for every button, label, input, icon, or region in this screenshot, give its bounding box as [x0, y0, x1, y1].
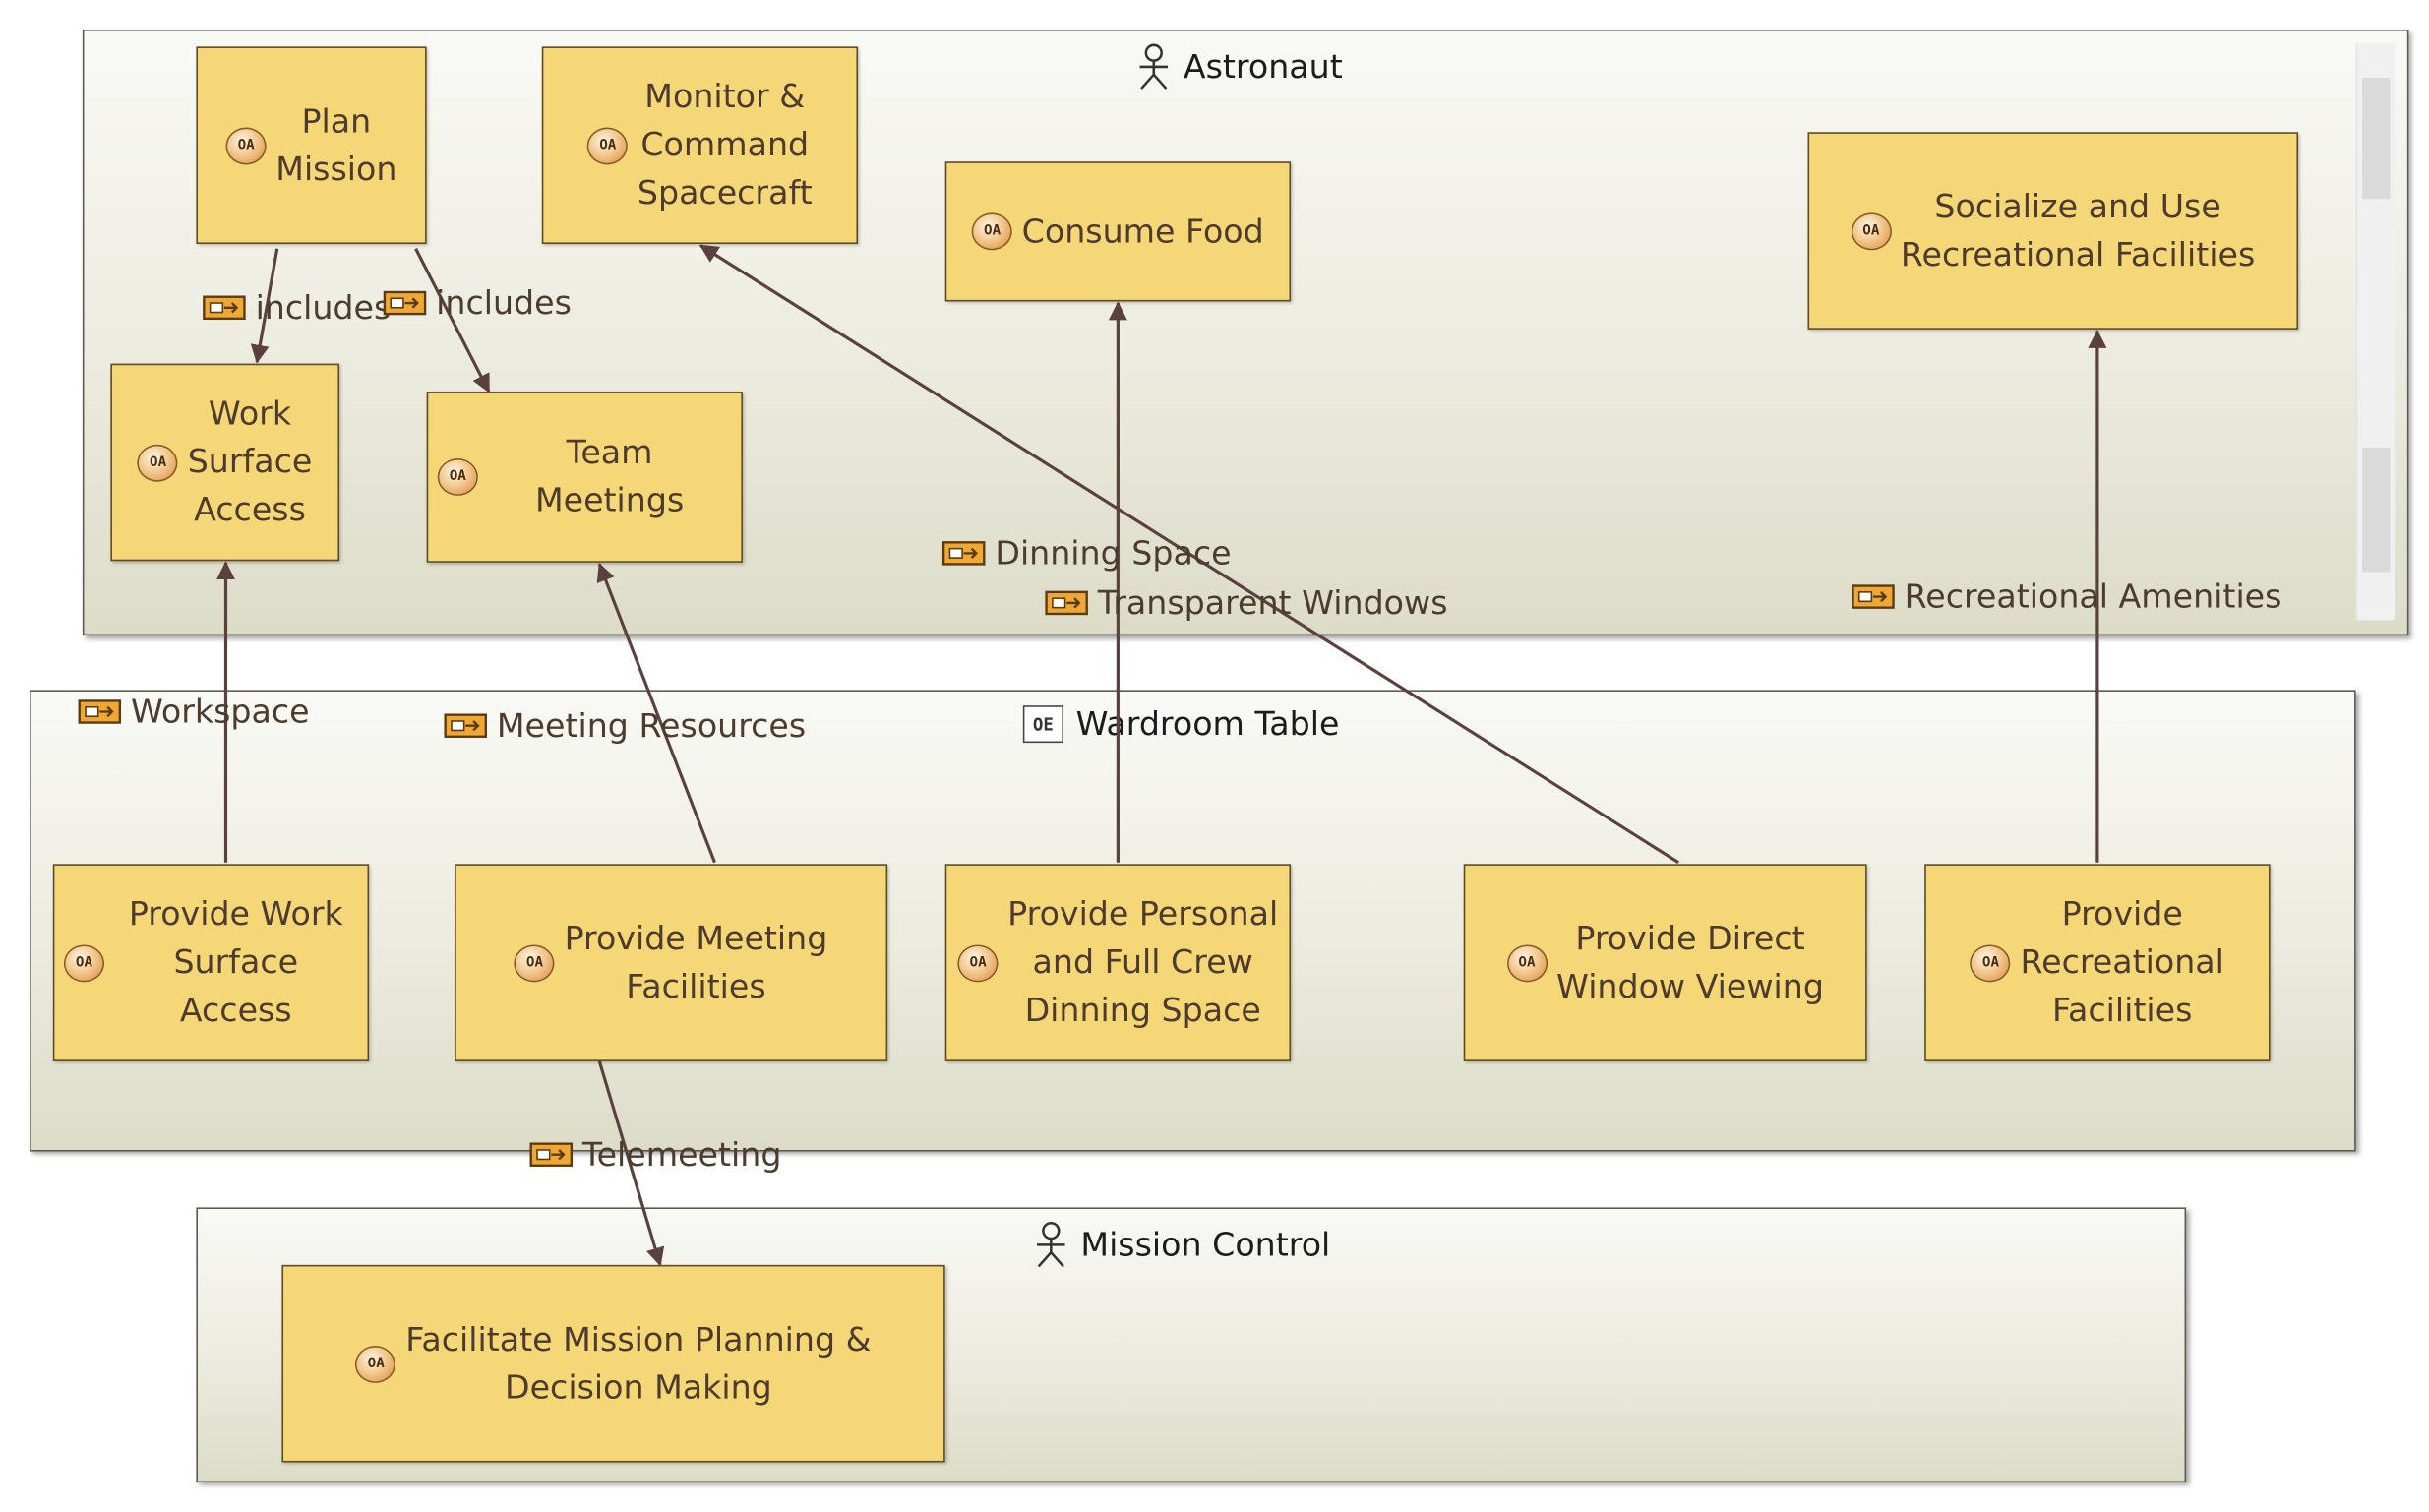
actor-icon	[1037, 1221, 1065, 1268]
exchange-label-text: Telemeeting	[581, 1135, 782, 1174]
function-provide-meeting-facilities[interactable]: OA Provide Meeting Facilities	[455, 864, 888, 1061]
exchange-icon	[78, 699, 122, 724]
function-team-meetings[interactable]: OA Team Meetings	[426, 392, 743, 563]
lane-title-wardroom-label: Wardroom Table	[1075, 705, 1340, 744]
lane-title-wardroom-table: OE Wardroom Table	[1022, 705, 1340, 744]
operational-activity-icon: OA	[972, 212, 1013, 251]
operational-activity-icon: OA	[587, 126, 629, 164]
function-provide-recreational-facilities[interactable]: OA Provide Recreational Facilities	[1924, 864, 2271, 1061]
function-label: Provide Meeting Facilities	[564, 919, 828, 1005]
exchange-label-telemeeting[interactable]: Telemeeting	[529, 1136, 781, 1174]
lane-title-astronaut-label: Astronaut	[1183, 47, 1343, 86]
operational-activity-icon: OA	[1851, 212, 1892, 250]
exchange-label-includes-2[interactable]: includes	[383, 284, 572, 322]
link-includes-team-meetings[interactable]	[414, 248, 491, 393]
operational-activity-icon: OA	[355, 1345, 396, 1383]
exchange-label-text: includes	[255, 288, 392, 327]
exchange-icon	[1045, 590, 1088, 616]
exchange-label-text: Recreational Amenities	[1904, 577, 2282, 616]
link-includes-work-surface[interactable]	[250, 248, 279, 364]
vertical-scrollbar[interactable]	[2355, 43, 2396, 621]
lane-title-mission-control: Mission Control	[1034, 1221, 1331, 1268]
actor-icon	[1139, 43, 1169, 90]
function-provide-work-surface-access[interactable]: OA Provide Work Surface Access	[52, 864, 370, 1061]
link-transparent-windows[interactable]	[698, 244, 1679, 865]
exchange-icon	[444, 713, 487, 738]
exchange-icon	[203, 295, 246, 321]
exchange-label-text: Meeting Resources	[496, 706, 807, 745]
exchange-label-text: Workspace	[130, 693, 310, 731]
function-consume-food[interactable]: OA Consume Food	[944, 161, 1292, 302]
function-label: Facilitate Mission Planning & Decision M…	[405, 1319, 872, 1406]
operational-activity-icon: OA	[437, 458, 478, 496]
operational-activity-icon: OA	[1506, 943, 1548, 982]
exchange-label-meeting-resources[interactable]: Meeting Resources	[444, 707, 806, 745]
exchange-icon	[941, 541, 986, 566]
function-label: Provide Personal and Full Crew Dinning S…	[1007, 894, 1279, 1029]
function-label: Consume Food	[1021, 212, 1264, 250]
operational-activity-icon: OA	[138, 444, 179, 481]
exchange-icon	[1852, 584, 1895, 609]
exchange-label-text: includes	[436, 284, 572, 322]
function-socialize-recreational[interactable]: OA Socialize and Use Recreational Facili…	[1807, 132, 2299, 330]
function-label: Work Surface Access	[187, 394, 313, 529]
function-label: Socialize and Use Recreational Facilitie…	[1900, 187, 2256, 273]
lane-title-mission-control-label: Mission Control	[1080, 1226, 1331, 1264]
exchange-label-recreational-amenities[interactable]: Recreational Amenities	[1852, 577, 2282, 616]
function-label: Plan Mission	[275, 101, 397, 188]
link-meeting-resources[interactable]	[596, 562, 716, 864]
function-label: Monitor & Command Spacecraft	[637, 77, 813, 212]
exchange-icon	[383, 290, 427, 316]
function-facilitate-mission-planning[interactable]: OA Facilitate Mission Planning & Decisio…	[281, 1264, 945, 1463]
function-work-surface-access[interactable]: OA Work Surface Access	[110, 363, 340, 562]
exchange-label-dinning-space[interactable]: Dinning Space	[941, 534, 1232, 573]
exchange-label-includes-1[interactable]: includes	[203, 288, 392, 327]
function-plan-mission[interactable]: OA Plan Mission	[196, 46, 427, 245]
function-provide-window-viewing[interactable]: OA Provide Direct Window Viewing	[1463, 864, 1867, 1061]
function-provide-dinning-space[interactable]: OA Provide Personal and Full Crew Dinnin…	[944, 864, 1292, 1061]
exchange-label-workspace[interactable]: Workspace	[78, 693, 310, 731]
exchange-label-text: Dinning Space	[995, 534, 1232, 573]
lane-title-astronaut: Astronaut	[1136, 43, 1343, 90]
operational-activity-icon: OA	[63, 943, 105, 982]
operational-activity-icon: OA	[514, 943, 556, 982]
operational-activity-icon: OA	[225, 126, 267, 164]
function-label: Provide Work Surface Access	[128, 894, 343, 1029]
link-telemeeting[interactable]	[597, 1060, 665, 1267]
function-label: Team Meetings	[534, 433, 685, 519]
function-label: Provide Direct Window Viewing	[1556, 919, 1824, 1005]
exchange-label-text: Transparent Windows	[1097, 583, 1448, 622]
function-label: Provide Recreational Facilities	[2020, 894, 2224, 1029]
operational-activity-icon: OA	[1970, 943, 2012, 982]
component-icon: OE	[1022, 705, 1063, 744]
operational-activity-icon: OA	[957, 943, 999, 982]
exchange-label-transparent-windows[interactable]: Transparent Windows	[1045, 584, 1448, 622]
function-monitor-command-spacecraft[interactable]: OA Monitor & Command Spacecraft	[541, 46, 859, 245]
exchange-icon	[529, 1142, 574, 1167]
